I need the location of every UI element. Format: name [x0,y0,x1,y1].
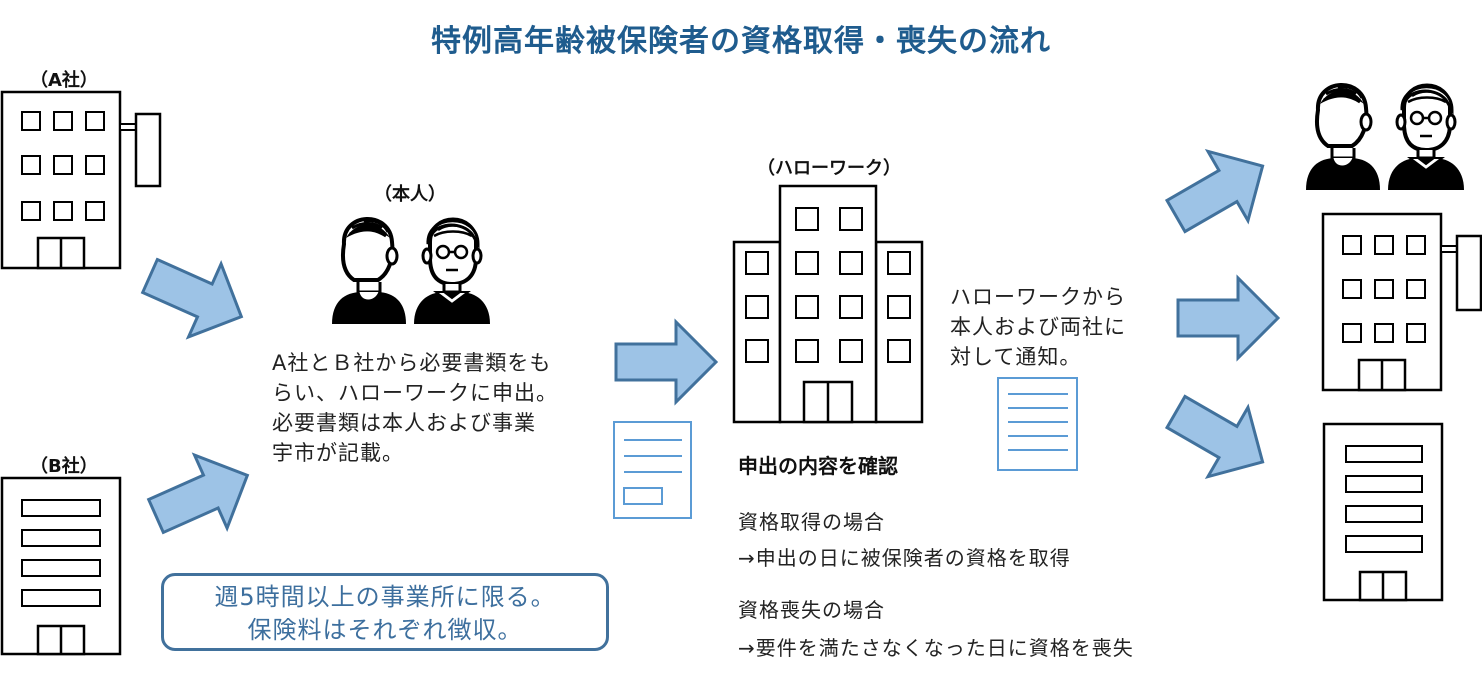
person-description: A社とＢ社から必要書類をも らい、ハローワークに申出。 必要書類は本人および事業… [272,348,558,468]
acquire-detail: →申出の日に被保険者の資格を取得 [738,546,1071,570]
arrow-person-to-hellowork-icon [614,320,718,404]
page-title: 特例高年齢被保険者の資格取得・喪失の流れ [431,24,1051,59]
note-line: 保険料はそれぞれ徴収。 [247,616,523,644]
arrow-to-company-b-icon [1154,375,1285,499]
note-line: 週5時間以上の事業所に限る。 [214,583,556,611]
person-label: （本人） [374,184,446,205]
person-description-line: A社とＢ社から必要書類をも [272,351,552,375]
hellowork-notice-line: 対して通知。 [950,345,1082,369]
note-box: 週5時間以上の事業所に限る。 保険料はそれぞれ徴収。 [161,573,609,651]
recipient-company-b-building-icon [1322,422,1444,602]
person-couple-icon [330,216,492,326]
hellowork-notice-line: 本人および両社に [950,315,1126,339]
arrow-to-company-a-icon [1176,276,1280,360]
recipient-couple-icon [1304,82,1466,192]
company-b-building-icon [0,476,122,656]
loss-title: 資格喪失の場合 [738,598,885,622]
arrow-to-person-icon [1154,129,1285,253]
application-document-icon [613,421,692,519]
hellowork-building-icon [732,184,924,424]
person-description-line: らい、ハローワークに申出。 [272,381,558,405]
acquire-title: 資格取得の場合 [738,510,885,534]
notification-document-icon [997,377,1078,471]
arrow-b-to-person-icon [138,437,266,555]
company-a-building-icon [0,90,162,270]
confirm-heading: 申出の内容を確認 [738,454,898,478]
hellowork-label: （ハローワーク） [757,158,901,179]
company-b-label: （B社） [30,456,98,477]
person-description-line: 必要書類は本人および事業 [272,411,536,435]
company-a-label: （A社） [30,70,98,91]
arrow-a-to-person-icon [132,237,260,355]
person-description-line: 宇市が記載。 [272,441,404,465]
hellowork-notice-line: ハローワークから [950,285,1126,309]
recipient-company-a-building-icon [1321,212,1482,392]
hellowork-notice-text: ハローワークから 本人および両社に 対して通知。 [950,282,1126,372]
loss-detail: →要件を満たさなくなった日に資格を喪失 [738,636,1134,660]
